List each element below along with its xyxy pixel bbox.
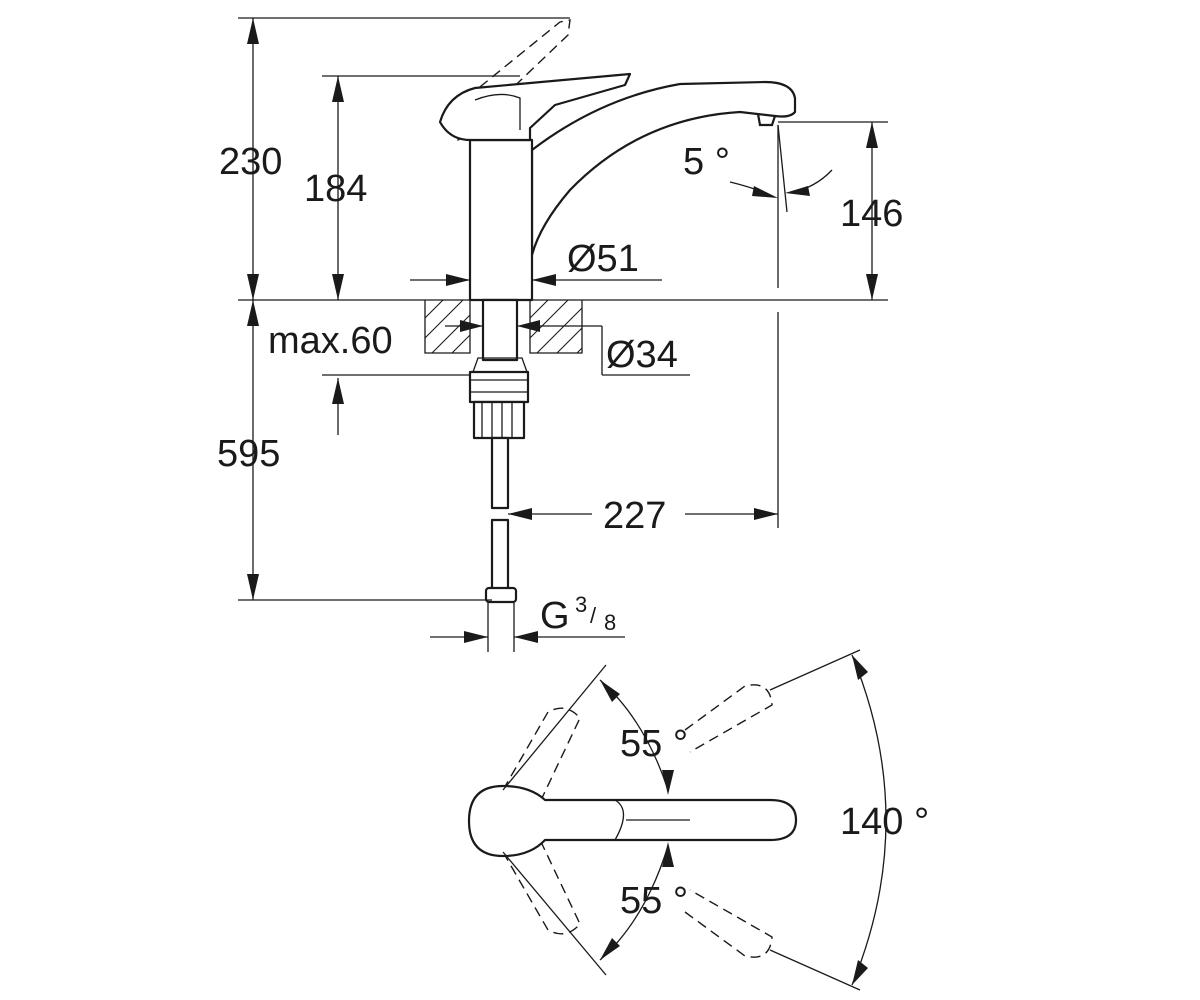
dim-angle-lower: 55 ° <box>620 880 688 922</box>
lever-right-upper-outline <box>684 684 773 753</box>
dim-total-height: 230 <box>219 141 282 183</box>
dim-body-diameter: Ø51 <box>567 238 639 280</box>
dim-hole-diameter: Ø34 <box>606 334 678 376</box>
svg-text:3: 3 <box>575 592 587 617</box>
svg-text:/: / <box>590 603 597 628</box>
dim-spout-angle: 5 ° <box>683 141 730 183</box>
spout <box>530 80 797 257</box>
lever-left-upper-outline <box>502 707 581 799</box>
dim-max-thickness: max.60 <box>268 320 393 362</box>
dim-lever-height: 184 <box>304 168 367 210</box>
svg-text:G: G <box>540 595 570 637</box>
lever <box>438 72 632 142</box>
top-view: 55 ° 55 ° 140 ° <box>467 649 929 991</box>
hose-fitting <box>484 586 518 604</box>
lever-left-lower-outline <box>502 843 581 935</box>
dim-angle-upper: 55 ° <box>620 723 688 765</box>
svg-text:8: 8 <box>604 610 616 635</box>
side-view: 230 184 146 5 ° Ø51 Ø34 max.60 595 227 G… <box>217 17 903 652</box>
shank <box>481 298 519 362</box>
supply-hose-lower <box>490 518 510 594</box>
dim-spout-height: 146 <box>840 193 903 235</box>
lever-right-lower-outline <box>684 889 773 958</box>
faucet-body <box>468 138 534 302</box>
nut <box>468 370 530 404</box>
dim-spout-reach: 227 <box>603 495 666 537</box>
dim-thread: G 3 / 8 <box>540 592 616 637</box>
supply-hose-upper <box>490 436 510 510</box>
dim-swivel-range: 140 ° <box>840 801 929 843</box>
lever-top-view <box>467 784 798 858</box>
dim-hose-length: 595 <box>217 433 280 475</box>
